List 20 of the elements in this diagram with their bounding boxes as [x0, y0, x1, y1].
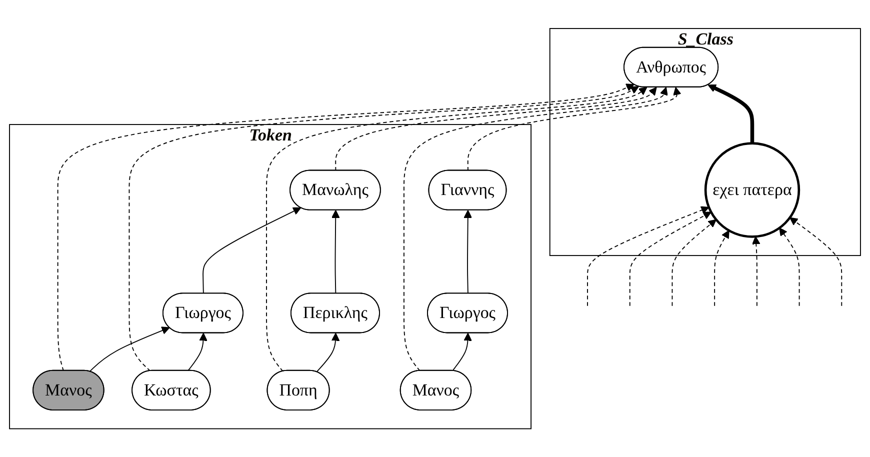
arrow	[587, 206, 710, 306]
arrow	[316, 332, 340, 372]
node-circle: εχει πατερα	[704, 142, 800, 238]
arrow	[89, 326, 170, 372]
arrow	[331, 210, 340, 294]
arrow	[467, 86, 682, 172]
arrow	[752, 236, 760, 306]
arrow	[629, 212, 712, 306]
arrow	[202, 207, 302, 294]
arrow	[452, 332, 472, 372]
arrow	[672, 219, 716, 306]
arrow	[187, 332, 208, 372]
arrow	[779, 227, 800, 306]
arrow	[335, 86, 657, 172]
arrow	[464, 210, 472, 294]
arrow	[403, 86, 668, 372]
arrow	[266, 86, 648, 372]
arrow	[790, 217, 842, 306]
arrow	[714, 230, 730, 306]
arrow	[708, 84, 754, 144]
